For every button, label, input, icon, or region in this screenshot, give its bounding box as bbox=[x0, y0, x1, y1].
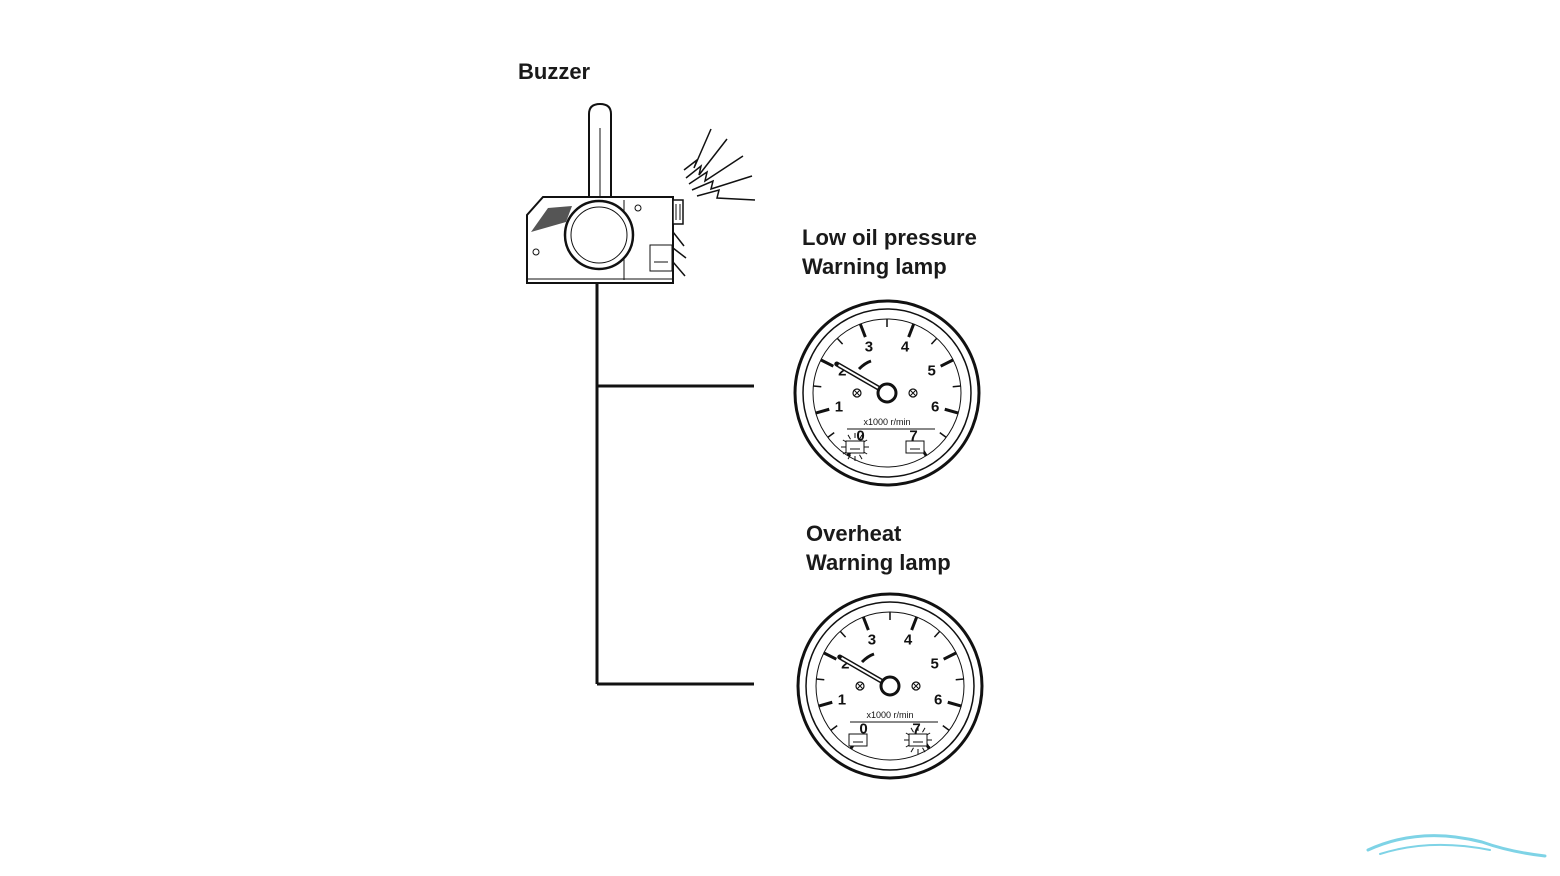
gauge-major-tick bbox=[939, 358, 954, 368]
gauge-minor-tick bbox=[816, 678, 825, 681]
gauge-scale-number: 3 bbox=[865, 338, 873, 355]
oil-pressure-lamp-icon bbox=[845, 440, 865, 454]
buzzer-label: Buzzer bbox=[518, 59, 591, 84]
gauge-minor-tick bbox=[830, 724, 838, 731]
gauge-scale-number: 4 bbox=[901, 338, 910, 355]
buzzer-unit bbox=[672, 199, 684, 225]
lever-hub-inner bbox=[570, 206, 628, 264]
gauge-scale-number: 5 bbox=[928, 363, 936, 380]
oil-pressure-lamp-icon bbox=[848, 733, 868, 747]
lamp-glow-ray bbox=[859, 454, 863, 460]
overheat-label-line1: Overheat bbox=[806, 521, 902, 546]
gauge-scale-number: 1 bbox=[838, 692, 846, 709]
gauge-scale-number: 7 bbox=[909, 427, 917, 444]
gauge-major-tick bbox=[820, 358, 835, 368]
lamp-glow-ray bbox=[847, 454, 851, 460]
gauge-scale-number: 7 bbox=[912, 720, 920, 737]
gauge-major-tick bbox=[818, 700, 833, 708]
gauge-minor-tick bbox=[836, 337, 844, 345]
gauge-scale-number: 1 bbox=[835, 399, 843, 416]
gauge-scale-number: 2 bbox=[841, 656, 849, 673]
gauge-minor-tick bbox=[813, 385, 822, 388]
body-screw bbox=[634, 204, 642, 212]
gauge-major-tick bbox=[944, 407, 959, 415]
lamp-glow-ray bbox=[922, 727, 926, 733]
watermark-logo bbox=[1366, 834, 1547, 858]
gauge-major-tick bbox=[910, 616, 919, 631]
remote-control-box bbox=[526, 102, 687, 284]
wiring bbox=[595, 284, 754, 686]
low-oil-label-line2: Warning lamp bbox=[802, 254, 947, 279]
gauge-red-zone-arc bbox=[860, 652, 875, 664]
lamp-glow-ray bbox=[847, 434, 851, 440]
gauge-minor-tick bbox=[952, 385, 961, 388]
gauge-major-tick bbox=[858, 323, 867, 338]
gauge-major-tick bbox=[942, 651, 957, 661]
gauge-unit-label: x1000 r/min bbox=[866, 710, 913, 720]
lamp-glow-ray bbox=[859, 434, 863, 440]
gauge-scale-number: 6 bbox=[931, 399, 939, 416]
gauge-indicator-lamp-icon bbox=[911, 681, 921, 691]
gauge-indicator-cross-icon bbox=[912, 682, 920, 690]
shift-indicator-plate bbox=[649, 244, 673, 272]
body-screw bbox=[532, 248, 540, 256]
gauge-minor-tick bbox=[930, 337, 938, 345]
gauge-scale-number: 3 bbox=[868, 631, 876, 648]
gauge-minor-tick bbox=[942, 724, 950, 731]
gauge-scale-number: 5 bbox=[931, 656, 939, 673]
gauge-scale-number: 2 bbox=[838, 363, 846, 380]
overheat-lamp-icon bbox=[905, 440, 925, 454]
buzzer-sound-icon bbox=[683, 128, 756, 201]
gauge-needle-hub bbox=[879, 675, 901, 697]
gauge-major-tick bbox=[823, 651, 838, 661]
gauge-major-tick bbox=[815, 407, 830, 415]
side-cable bbox=[672, 231, 687, 277]
gauge-indicator-cross-icon bbox=[853, 389, 861, 397]
gauge-major-tick bbox=[861, 616, 870, 631]
gauge-bezel-inner bbox=[805, 601, 975, 771]
gauge-minor-tick bbox=[839, 630, 847, 638]
gauge-indicator-lamp-icon bbox=[855, 681, 865, 691]
gauge-needle-hub bbox=[876, 382, 898, 404]
gauge-minor-tick bbox=[955, 678, 964, 681]
gauge-major-tick bbox=[947, 700, 962, 708]
gauge-red-zone-arc bbox=[857, 359, 872, 371]
gauge-indicator-cross-icon bbox=[909, 389, 917, 397]
gauge-minor-tick bbox=[827, 431, 835, 438]
gauge-scale-number: 4 bbox=[904, 631, 913, 648]
lamp-glow-ray bbox=[910, 727, 914, 733]
gauge-scale-number: 6 bbox=[934, 692, 942, 709]
gauge-indicator-lamp-icon bbox=[852, 388, 862, 398]
overheat-label-line2: Warning lamp bbox=[806, 550, 951, 575]
overheat-lamp-icon bbox=[908, 733, 928, 747]
gauge-unit-label: x1000 r/min bbox=[863, 417, 910, 427]
lamp-glow-ray bbox=[922, 747, 926, 753]
control-body-shade bbox=[531, 206, 572, 232]
lamp-glow-ray bbox=[910, 747, 914, 753]
gauge-bezel-inner bbox=[802, 308, 972, 478]
low-oil-label-line1: Low oil pressure bbox=[802, 225, 977, 250]
gauge-indicator-cross-icon bbox=[856, 682, 864, 690]
gauge-scale-number: 0 bbox=[856, 427, 864, 444]
gauge-minor-tick bbox=[933, 630, 941, 638]
gauge-indicator-lamp-icon bbox=[908, 388, 918, 398]
gauge-minor-tick bbox=[939, 431, 947, 438]
gauge-major-tick bbox=[907, 323, 916, 338]
gauge-scale-number: 0 bbox=[859, 720, 867, 737]
